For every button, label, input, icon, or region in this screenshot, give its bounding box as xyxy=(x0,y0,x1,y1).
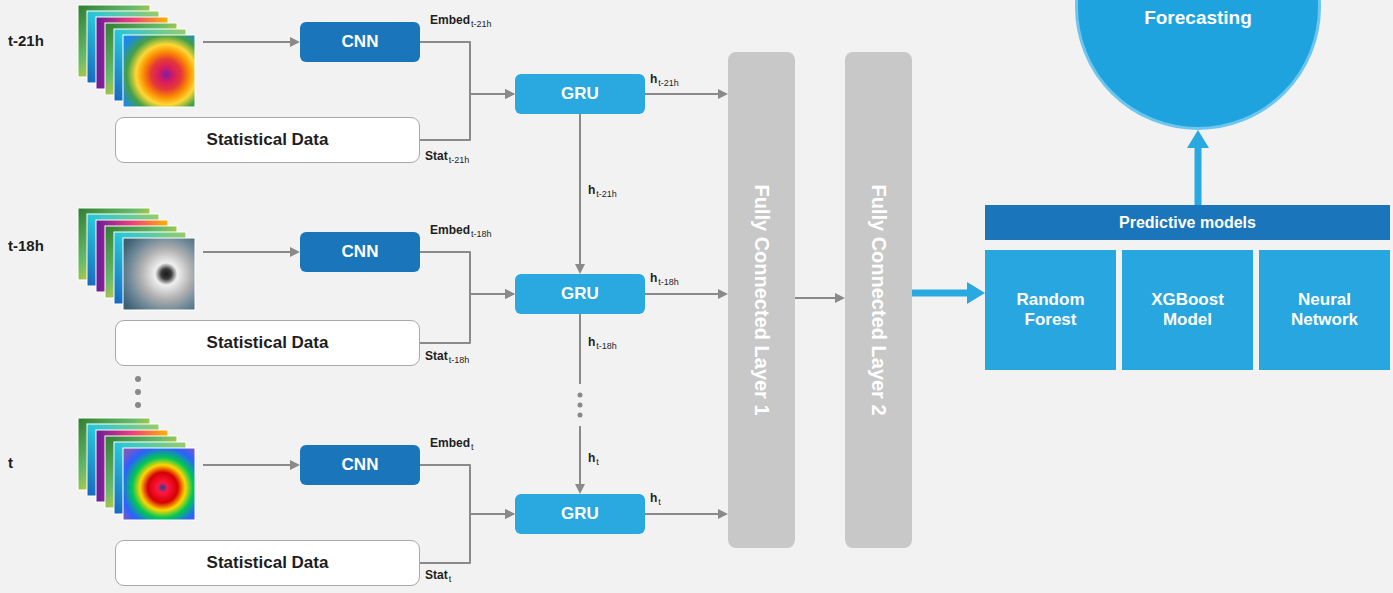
subscript-label: t-18h xyxy=(449,355,470,365)
flow-arrow xyxy=(912,290,967,297)
cnn-box: CNN xyxy=(300,232,420,272)
gru-box: GRU xyxy=(515,494,645,534)
signal-label: h xyxy=(650,73,657,87)
connector xyxy=(420,294,505,343)
time-step-label: t xyxy=(8,454,13,471)
fully-connected-layer: Fully Connected Layer 1 xyxy=(728,52,795,548)
node-text: Random Forest xyxy=(1003,290,1098,331)
model-box: Random Forest xyxy=(985,250,1116,370)
node-text: CNN xyxy=(342,455,379,475)
statistical-data-box: Statistical Data xyxy=(115,117,420,163)
model-box: Neural Network xyxy=(1259,250,1390,370)
node-text: Statistical Data xyxy=(207,553,329,573)
subscript-label: t xyxy=(471,442,474,452)
signal-label: h xyxy=(650,492,657,506)
signal-label: Stat xyxy=(425,569,448,583)
subscript-label: t-21h xyxy=(471,19,492,29)
connector xyxy=(420,42,505,94)
subscript-label: t-21h xyxy=(658,78,679,88)
signal-label: Embed xyxy=(430,224,470,238)
node-text: GRU xyxy=(561,284,599,304)
connector xyxy=(645,293,718,295)
node-text: Fully Connected Layer 1 xyxy=(750,184,774,415)
signal-label: Embed xyxy=(430,437,470,451)
node-text: CNN xyxy=(342,32,379,52)
connector xyxy=(579,114,581,264)
signal-label: Stat xyxy=(425,150,448,164)
flow-arrow xyxy=(1195,148,1202,205)
cnn-box: CNN xyxy=(300,22,420,62)
subscript-label: t-18h xyxy=(658,277,679,287)
forecast-circle: Forecasting xyxy=(1075,0,1321,130)
gru-box: GRU xyxy=(515,74,645,114)
subscript-label: t-18h xyxy=(471,229,492,239)
signal-label: Embed xyxy=(430,14,470,28)
signal-label: h xyxy=(588,452,595,466)
cnn-box: CNN xyxy=(300,445,420,485)
node-text: Forecasting xyxy=(1078,7,1318,30)
connector xyxy=(645,513,718,515)
connector xyxy=(645,93,718,95)
node-text: Predictive models xyxy=(985,205,1390,240)
time-step-label: t-21h xyxy=(8,32,44,49)
connector xyxy=(420,94,505,140)
statistical-data-box: Statistical Data xyxy=(115,320,420,366)
statistical-data-box: Statistical Data xyxy=(115,540,420,586)
subscript-label: t xyxy=(658,497,661,507)
signal-label: h xyxy=(588,336,595,350)
subscript-label: t-21h xyxy=(596,189,617,199)
connector xyxy=(420,514,505,563)
connector xyxy=(420,252,505,294)
node-text: Statistical Data xyxy=(207,130,329,150)
subscript-label: t-18h xyxy=(596,341,617,351)
model-box: XGBoost Model xyxy=(1122,250,1253,370)
node-text: Statistical Data xyxy=(207,333,329,353)
connector xyxy=(420,465,505,514)
node-text: CNN xyxy=(342,242,379,262)
node-text: Fully Connected Layer 2 xyxy=(867,184,891,415)
time-step-label: t-18h xyxy=(8,237,44,254)
node-text: GRU xyxy=(561,84,599,104)
node-text: XGBoost Model xyxy=(1140,290,1235,331)
fully-connected-layer: Fully Connected Layer 2 xyxy=(845,52,912,548)
connector xyxy=(795,297,835,299)
gru-box: GRU xyxy=(515,274,645,314)
model-group: Predictive modelsRandom Forest XGBoost Mo… xyxy=(985,205,1390,370)
node-text: Neural Network xyxy=(1277,290,1372,331)
signal-label: Stat xyxy=(425,350,448,364)
signal-label: h xyxy=(650,272,657,286)
subscript-label: t-21h xyxy=(449,155,470,165)
subscript-label: t xyxy=(596,457,599,467)
subscript-label: t xyxy=(449,574,452,584)
node-text: GRU xyxy=(561,504,599,524)
signal-label: h xyxy=(588,184,595,198)
connector xyxy=(579,314,581,484)
